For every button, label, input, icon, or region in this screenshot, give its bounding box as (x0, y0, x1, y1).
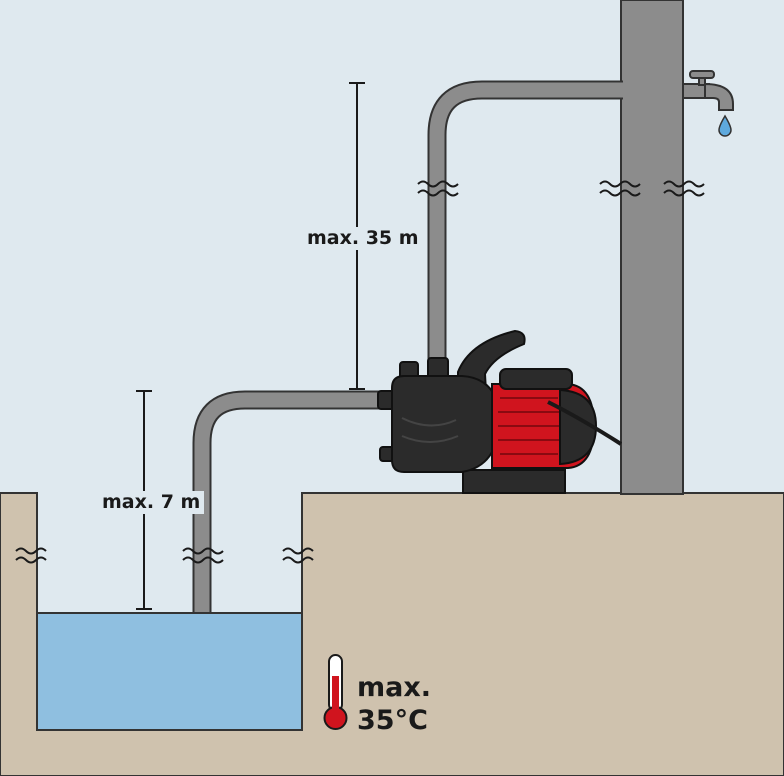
wavy-break-icon (15, 180, 705, 564)
water-drop-icon (718, 114, 732, 137)
well-water (37, 613, 302, 730)
temperature-label-line2: 35°C (357, 705, 428, 736)
temperature-label-line1: max. (357, 672, 432, 703)
delivery-head-label: max. 35 m (303, 227, 423, 250)
thermometer-icon (323, 654, 348, 730)
well-walls (36, 493, 303, 731)
suction-height-label: max. 7 m (98, 491, 205, 514)
garden-pump (377, 329, 623, 494)
wall-post (620, 0, 684, 495)
water-tap-icon (682, 70, 734, 111)
